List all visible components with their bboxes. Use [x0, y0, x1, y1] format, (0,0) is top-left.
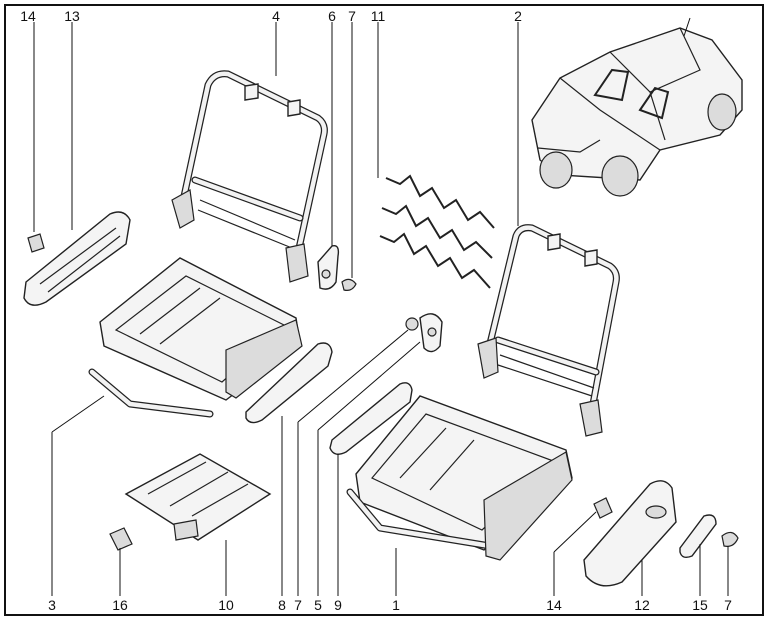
callout-13: 13	[64, 8, 80, 24]
knob-7-top	[341, 278, 357, 291]
callout-2: 2	[514, 8, 522, 24]
callout-16: 16	[112, 597, 128, 613]
callout-7-bottom-right: 7	[724, 597, 732, 613]
car-inset	[531, 17, 743, 197]
clip-16	[109, 527, 133, 551]
callout-15: 15	[692, 597, 708, 613]
callout-4: 4	[272, 8, 280, 24]
cap-14-right	[593, 497, 613, 519]
seat-back-frame-4	[171, 70, 328, 283]
lever-6	[317, 245, 340, 290]
handle-15	[679, 514, 717, 559]
side-trim-right	[329, 382, 413, 455]
callout-9: 9	[334, 597, 342, 613]
callout-8: 8	[278, 597, 286, 613]
knob-7-bottom	[721, 531, 739, 547]
callout-7-top: 7	[348, 8, 356, 24]
seat-cushion-frame-1	[346, 395, 573, 561]
gear-9	[419, 313, 443, 353]
callout-3: 3	[48, 597, 56, 613]
callout-11: 11	[371, 8, 386, 24]
callout-7-bottom-left: 7	[294, 597, 302, 613]
side-panel-13	[23, 211, 131, 306]
callouts: 14 13 4 6 7 11 2 3 16 10 8 7 5 9 1 14 12…	[20, 8, 732, 613]
callout-12: 12	[634, 597, 650, 613]
callout-10: 10	[218, 597, 234, 613]
seat-cushion-frame-3	[88, 257, 303, 418]
seat-back-frame-2	[477, 224, 620, 437]
side-shield-12	[583, 480, 677, 587]
callout-6: 6	[328, 8, 336, 24]
spring-mat-10	[124, 453, 272, 541]
callout-14-top: 14	[20, 8, 36, 24]
leader-lines	[33, 22, 729, 596]
callout-14-bottom: 14	[546, 597, 562, 613]
callout-1: 1	[392, 597, 400, 613]
track-cover-8	[245, 342, 333, 424]
callout-5: 5	[314, 597, 322, 613]
springs-11	[379, 174, 495, 289]
nut-5	[405, 317, 419, 331]
